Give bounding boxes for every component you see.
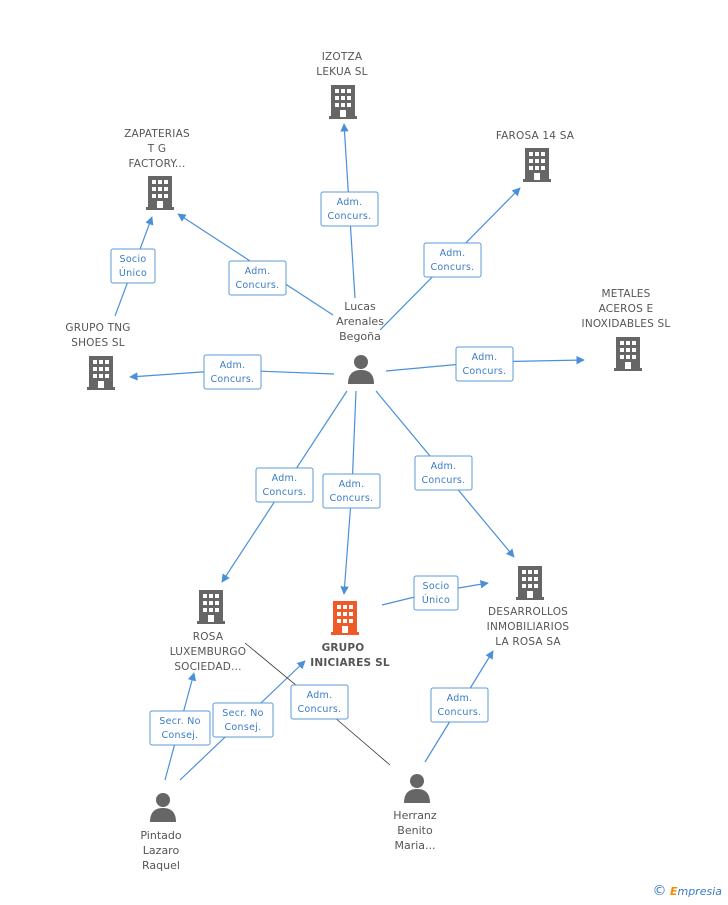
svg-text:Raquel: Raquel (142, 859, 180, 872)
edge-label-lucas-grupotng[interactable]: Adm. Concurs. (203, 354, 262, 390)
svg-text:Adm.: Adm. (245, 266, 271, 277)
building-icon (516, 566, 544, 600)
svg-text:GRUPO: GRUPO (322, 642, 365, 654)
svg-text:LUXEMBURGO: LUXEMBURGO (170, 646, 246, 658)
svg-text:LEKUA SL: LEKUA SL (316, 66, 367, 78)
brand-watermark: © Empresia (652, 883, 722, 899)
edge-label-lucas-metales[interactable]: Adm. Concurs. (455, 346, 514, 382)
company-node-zapaterias[interactable]: ZAPATERIAS T G FACTORY... (124, 128, 190, 210)
edge-label-herranz-desarrollos[interactable]: Adm. Concurs. (430, 687, 489, 723)
svg-text:Concurs.: Concurs. (211, 374, 255, 385)
svg-text:DESARROLLOS: DESARROLLOS (488, 606, 568, 618)
svg-text:Adm.: Adm. (337, 197, 363, 208)
svg-text:Concurs.: Concurs. (330, 493, 374, 504)
svg-text:FAROSA 14 SA: FAROSA 14 SA (496, 130, 575, 142)
svg-text:Adm.: Adm. (272, 473, 298, 484)
svg-text:Begoña: Begoña (339, 330, 381, 343)
svg-text:Pintado: Pintado (140, 829, 181, 842)
svg-text:Concurs.: Concurs. (236, 280, 280, 291)
svg-text:Adm.: Adm. (440, 248, 466, 259)
svg-text:Socio: Socio (422, 581, 449, 592)
edge-labels: Adm. Concurs. Adm. Concurs. Adm. Concurs… (110, 191, 514, 746)
building-icon (523, 148, 551, 182)
svg-text:Concurs.: Concurs. (431, 262, 475, 273)
person-node-herranz[interactable]: Herranz Benito Maria... (393, 774, 437, 852)
svg-text:INICIARES SL: INICIARES SL (310, 657, 390, 669)
svg-text:FACTORY...: FACTORY... (128, 158, 185, 170)
svg-text:Socio: Socio (119, 254, 146, 265)
svg-text:Adm.: Adm. (431, 461, 457, 472)
company-node-desarrollos[interactable]: DESARROLLOS INMOBILIARIOS LA ROSA SA (487, 566, 570, 648)
svg-text:LA ROSA SA: LA ROSA SA (495, 636, 561, 648)
svg-text:SHOES SL: SHOES SL (71, 337, 125, 349)
svg-text:Concurs.: Concurs. (422, 475, 466, 486)
edge-label-lucas-izotza[interactable]: Adm. Concurs. (320, 191, 379, 227)
building-icon (329, 85, 357, 119)
svg-text:Adm.: Adm. (447, 693, 473, 704)
svg-text:ACEROS E: ACEROS E (599, 303, 654, 315)
svg-text:Adm.: Adm. (220, 360, 246, 371)
edge-label-lucas-desarrollos[interactable]: Adm. Concurs. (414, 455, 473, 491)
svg-text:SOCIEDAD...: SOCIEDAD... (174, 661, 241, 673)
person-icon (404, 774, 430, 803)
person-icon (150, 793, 176, 822)
edge-label-lucas-rosa[interactable]: Adm. Concurs. (255, 467, 314, 503)
svg-text:Benito: Benito (397, 824, 433, 837)
svg-text:GRUPO TNG: GRUPO TNG (65, 322, 130, 334)
edge-label-lucas-iniciares[interactable]: Adm. Concurs. (322, 473, 381, 509)
svg-text:Concurs.: Concurs. (438, 707, 482, 718)
svg-text:Secr. No: Secr. No (222, 708, 264, 719)
svg-text:Consej.: Consej. (161, 730, 198, 741)
svg-text:Concurs.: Concurs. (298, 704, 342, 715)
person-node-pintado[interactable]: Pintado Lazaro Raquel (140, 793, 182, 872)
company-node-farosa[interactable]: FAROSA 14 SA (496, 130, 575, 182)
svg-text:Concurs.: Concurs. (263, 487, 307, 498)
svg-text:IZOTZA: IZOTZA (322, 51, 363, 63)
edge-label-lucas-zapaterias[interactable]: Adm. Concurs. (228, 260, 287, 296)
company-node-metales[interactable]: METALES ACEROS E INOXIDABLES SL (582, 288, 671, 371)
building-icon (331, 601, 359, 635)
svg-text:ZAPATERIAS: ZAPATERIAS (124, 128, 190, 140)
building-icon (146, 176, 174, 210)
company-node-grupo-iniciares[interactable]: GRUPO INICIARES SL (310, 601, 390, 669)
svg-text:Adm.: Adm. (339, 479, 365, 490)
svg-text:ROSA: ROSA (193, 631, 224, 643)
company-node-grupo-tng[interactable]: GRUPO TNG SHOES SL (65, 322, 130, 390)
svg-text:Consej.: Consej. (224, 722, 261, 733)
svg-text:T G: T G (147, 143, 167, 155)
building-icon (87, 356, 115, 390)
svg-text:INMOBILIARIOS: INMOBILIARIOS (487, 621, 570, 633)
svg-text:INOXIDABLES SL: INOXIDABLES SL (582, 318, 671, 330)
company-node-rosa[interactable]: ROSA LUXEMBURGO SOCIEDAD... (170, 590, 246, 673)
edge-label-pintado-iniciares[interactable]: Secr. No Consej. (212, 702, 274, 738)
svg-text:Único: Único (422, 594, 450, 606)
svg-text:METALES: METALES (601, 288, 650, 300)
svg-text:Concurs.: Concurs. (328, 211, 372, 222)
person-icon (348, 355, 374, 384)
svg-text:Concurs.: Concurs. (463, 366, 507, 377)
svg-text:Herranz: Herranz (393, 809, 437, 822)
brand-name: mpresia (677, 885, 722, 898)
brand-initial: E (669, 885, 678, 898)
svg-text:Adm.: Adm. (307, 690, 333, 701)
svg-text:Lazaro: Lazaro (143, 844, 180, 857)
edge-label-grupotng-zapaterias[interactable]: Socio Único (110, 248, 156, 284)
svg-text:Adm.: Adm. (472, 352, 498, 363)
edge-label-iniciares-desarrollos[interactable]: Socio Único (413, 575, 459, 611)
svg-text:Maria...: Maria... (394, 839, 435, 852)
copyright-symbol: © (652, 883, 667, 899)
person-node-lucas[interactable]: Lucas Arenales Begoña (336, 300, 384, 384)
building-icon (197, 590, 225, 624)
building-icon (614, 337, 642, 371)
svg-text:Arenales: Arenales (336, 315, 384, 328)
svg-text:Secr. No: Secr. No (159, 716, 201, 727)
edge-label-lucas-farosa[interactable]: Adm. Concurs. (423, 242, 482, 278)
edge-label-herranz-rosa[interactable]: Adm. Concurs. (290, 684, 349, 720)
edge-label-pintado-rosa[interactable]: Secr. No Consej. (149, 710, 211, 746)
company-node-izotza[interactable]: IZOTZA LEKUA SL (316, 51, 368, 119)
svg-text:Lucas: Lucas (344, 300, 376, 313)
svg-text:Único: Único (119, 267, 147, 279)
